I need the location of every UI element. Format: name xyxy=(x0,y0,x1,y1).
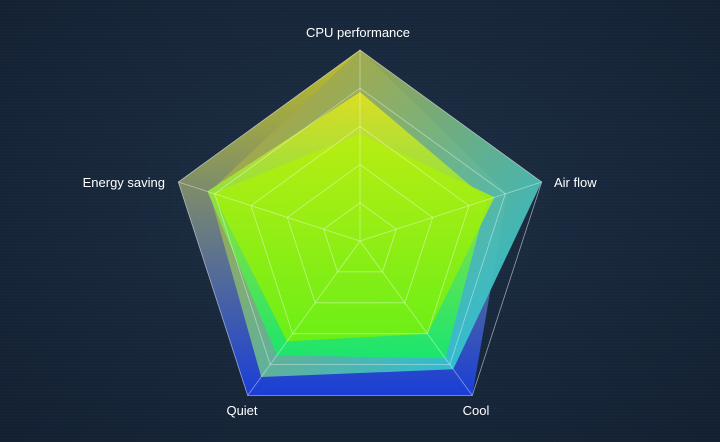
grid-spoke-5 xyxy=(178,181,361,242)
series-area-4 xyxy=(212,134,495,342)
axis-label-air-flow: Air flow xyxy=(554,175,597,190)
axis-label-cpu-performance: CPU performance xyxy=(306,25,410,40)
grid-spoke-4 xyxy=(247,240,361,396)
axis-label-quiet: Quiet xyxy=(226,403,257,418)
series-layer xyxy=(178,50,542,396)
grid-layer xyxy=(177,49,543,396)
axis-label-energy-saving: Energy saving xyxy=(83,175,165,190)
grid-ring-2 xyxy=(286,164,434,304)
axis-labels: CPU performance Air flow Cool Quiet Ener… xyxy=(83,25,598,418)
grid-ring-4 xyxy=(214,87,506,366)
axis-label-cool: Cool xyxy=(463,403,490,418)
grid-ring-5 xyxy=(177,49,543,396)
grid-ring-3 xyxy=(250,125,470,335)
grid-spoke-3 xyxy=(359,240,473,396)
grid-ring-1 xyxy=(323,202,397,273)
grid-spoke-2 xyxy=(359,181,542,242)
